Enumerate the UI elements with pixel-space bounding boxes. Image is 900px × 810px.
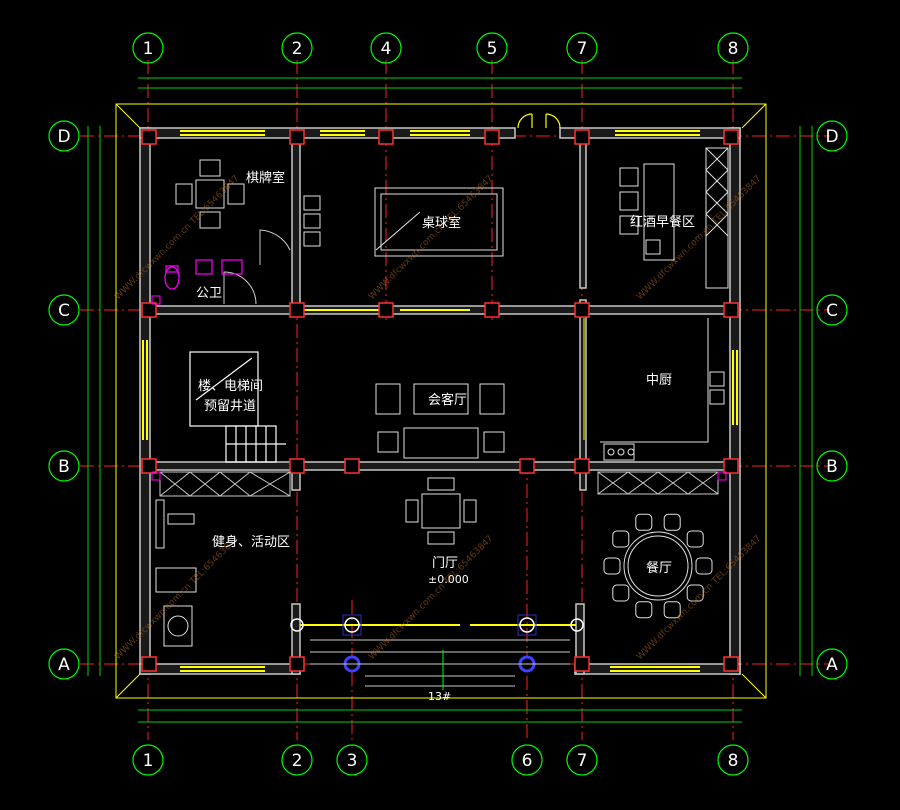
axis-bubble-right-c: C [816,294,848,326]
room-label-chess: 棋牌室 [246,170,285,186]
svg-text:A: A [826,655,838,675]
corner-marks [151,295,727,481]
room-label-public-wc: 公卫 [196,286,222,301]
dining-chair [635,601,653,619]
svg-text:WWW.dfcwxwn.com.cn TEL:6546384: WWW.dfcwxwn.com.cn TEL:65463847 [113,174,241,302]
room-label-billiard: 桌球室 [422,215,461,231]
svg-text:8: 8 [728,39,739,59]
kitchen-counter [583,318,725,461]
axis-bubble-bottom-6: 8 [717,744,749,776]
axis-bubble-top-2: 2 [281,32,313,64]
dimension-lines [87,77,813,723]
room-label-foyer: 门厅 [432,556,458,571]
axis-bubble-right-a: A [816,648,848,680]
svg-text:D: D [825,127,838,147]
axis-bubble-bottom-1: 1 [132,744,164,776]
dining-table [623,531,693,601]
svg-text:C: C [826,301,838,321]
axis-bubble-bottom-2: 2 [281,744,313,776]
gym-equipment [155,499,197,647]
reception-sofas [375,383,505,459]
axis-bubble-top-4: 5 [476,32,508,64]
axis-bubble-right-b: B [816,450,848,482]
svg-text:7: 7 [577,39,588,59]
svg-text:2: 2 [292,39,303,59]
room-label-stair-line2: 预留井道 [204,399,256,414]
axis-bubble-left-c: C [48,294,80,326]
svg-text:2: 2 [292,751,303,771]
axis-bubble-top-3: 4 [370,32,402,64]
svg-text:B: B [826,457,838,477]
svg-text:B: B [58,457,70,477]
axis-bubbles-bottom: 1 2 3 6 7 8 [132,744,749,776]
axis-bubble-bottom-4: 6 [511,744,543,776]
stair-dim-label: 13# [428,690,451,703]
axis-bubbles-top: 1 2 4 5 7 8 [132,32,749,64]
cabinets [159,471,719,497]
axis-bubble-top-1: 1 [132,32,164,64]
svg-text:WWW.dfcwxwn.com.cn TEL:6546384: WWW.dfcwxwn.com.cn TEL:65463847 [635,534,763,662]
dining-chair [686,584,704,602]
room-label-stair-line1: 楼、电梯间 [198,379,263,394]
svg-text:7: 7 [577,751,588,771]
svg-text:1: 1 [143,39,154,59]
dining-chair [663,513,681,531]
svg-text:WWW.dfcwxwn.com.cn TEL:6546384: WWW.dfcwxwn.com.cn TEL:65463847 [113,534,241,662]
axis-bubble-top-5: 7 [566,32,598,64]
dining-chair [603,557,621,575]
axis-bubble-right-d: D [816,120,848,152]
wc-fixtures [164,259,243,290]
axis-bubble-bottom-5: 7 [566,744,598,776]
dining-chairs [603,513,713,619]
axis-bubble-left-a: A [48,648,80,680]
dining-chair [663,601,681,619]
room-label-reception: 会客厅 [428,392,467,408]
elevation-label: ±0.000 [428,573,469,586]
porch-columns [290,614,584,673]
dining-chair [612,530,630,548]
svg-text:C: C [58,301,70,321]
dining-chair [635,513,653,531]
eave-outline [115,103,767,699]
room-label-kitchen: 中厨 [646,373,672,388]
svg-text:4: 4 [381,39,392,59]
dining-chair [612,584,630,602]
svg-text:6: 6 [522,751,533,771]
chess-table [175,159,245,229]
axis-bubble-top-6: 8 [717,32,749,64]
foyer-table [405,477,477,545]
svg-text:1: 1 [143,751,154,771]
axis-bubbles-right: D C B A [816,120,848,680]
svg-text:WWW.dfcwxwn.com.cn TEL:6546384: WWW.dfcwxwn.com.cn TEL:65463847 [635,174,763,302]
axis-bubbles-left: D C B A [48,120,80,680]
columns [141,129,739,672]
breakfast-bar [619,147,729,289]
axis-bubble-left-d: D [48,120,80,152]
svg-text:D: D [57,127,70,147]
svg-text:8: 8 [728,751,739,771]
billiard-table [303,187,504,257]
axis-bubble-bottom-3: 3 [336,744,368,776]
dining-chair [695,557,713,575]
svg-text:A: A [58,655,70,675]
axis-bubble-left-b: B [48,450,80,482]
svg-text:WWW.dfcwxwn.com.cn TEL:6546384: WWW.dfcwxwn.com.cn TEL:65463847 [367,534,495,662]
watermarks: WWW.dfcwxwn.com.cn TEL:65463847 WWW.dfcw… [113,174,763,662]
room-label-dining: 餐厅 [646,560,672,576]
svg-text:5: 5 [487,39,498,59]
svg-text:3: 3 [347,751,358,771]
entrance-door [517,113,561,129]
wc-door [223,229,291,305]
room-label-gym: 健身、活动区 [212,534,290,550]
windows [142,130,738,672]
stair-elevator [189,351,286,463]
room-label-wine-breakfast: 红酒早餐区 [630,214,695,230]
entrance-steps [310,639,570,690]
dining-chair [686,530,704,548]
